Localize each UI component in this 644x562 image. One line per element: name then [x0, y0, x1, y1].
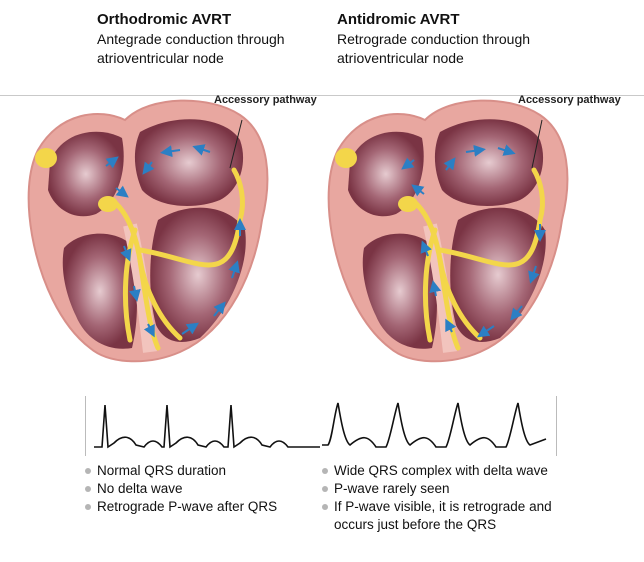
left-ventricle-chamber [62, 233, 137, 349]
antidromic-header: Antidromic AVRT Retrograde conduction th… [337, 10, 567, 68]
antidromic-heart-diagram [327, 99, 569, 363]
header-divider [0, 95, 644, 96]
orthodromic-ecg-trace [94, 404, 320, 449]
conduction-system [109, 167, 245, 351]
antidromic-title: Antidromic AVRT [337, 11, 460, 28]
list-item: P-wave rarely seen [322, 480, 582, 498]
accessory-pathway-label-left: Accessory pathway [214, 94, 317, 106]
orthodromic-title: Orthodromic AVRT [97, 11, 232, 28]
antidromic-bullet-list: Wide QRS complex with delta wave P-wave … [322, 462, 582, 534]
antidromic-ecg-trace [322, 402, 547, 448]
list-item: Normal QRS duration [85, 462, 315, 480]
ecg-axis-left [85, 396, 86, 456]
orthodromic-heart-diagram [27, 99, 269, 363]
bullet-icon [322, 504, 328, 510]
bullet-icon [85, 486, 91, 492]
list-item: If P-wave visible, it is retrograde and … [322, 498, 582, 534]
left-atrium-chamber [48, 131, 124, 217]
bullet-icon [85, 504, 91, 510]
av-node-icon [398, 196, 418, 212]
bullet-icon [322, 468, 328, 474]
conduction-arrow-icon [105, 144, 246, 338]
left-atrium-chamber [348, 131, 424, 217]
right-atrium-chamber [434, 119, 544, 206]
antidromic-subtitle: Retrograde conduction through atrioventr… [337, 31, 531, 66]
bullet-icon [322, 486, 328, 492]
av-node-icon [98, 196, 118, 212]
sa-node-icon [335, 148, 357, 168]
orthodromic-bullet-list: Normal QRS duration No delta wave Retrog… [85, 462, 315, 516]
right-atrium-chamber [134, 119, 244, 206]
list-item: Retrograde P-wave after QRS [85, 498, 315, 516]
accessory-pathway-label-right: Accessory pathway [518, 94, 621, 106]
ecg-axis-right [556, 396, 557, 456]
orthodromic-header: Orthodromic AVRT Antegrade conduction th… [97, 10, 327, 68]
sa-node-icon [35, 148, 57, 168]
left-ventricle-chamber [362, 233, 437, 349]
list-item: Wide QRS complex with delta wave [322, 462, 582, 480]
list-item: No delta wave [85, 480, 315, 498]
orthodromic-subtitle: Antegrade conduction through atrioventri… [97, 31, 285, 66]
conduction-arrow-icon [401, 144, 546, 338]
bullet-icon [85, 468, 91, 474]
